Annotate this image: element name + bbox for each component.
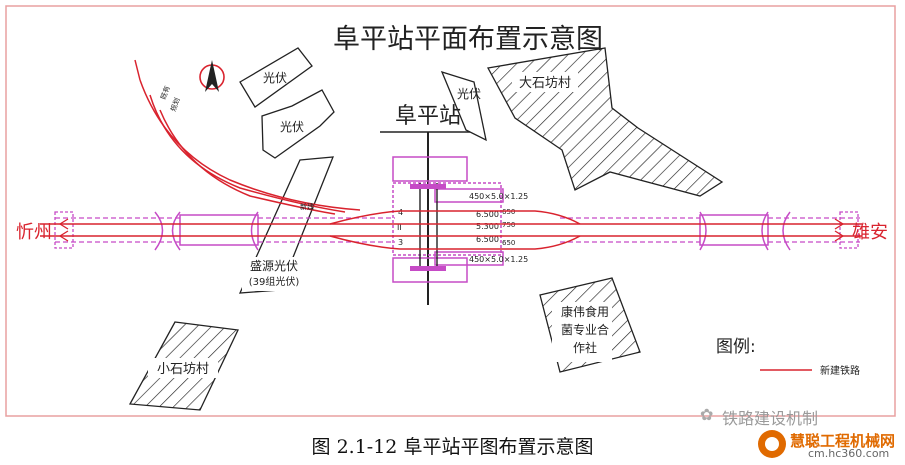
left-end-label: 忻州	[16, 222, 52, 243]
pv-label-1: 光伏	[263, 71, 287, 85]
svg-text:新建: 新建	[300, 202, 314, 211]
figure-caption: 图 2.1-12 阜平站平图布置示意图	[311, 436, 594, 458]
right-corridor	[560, 217, 860, 243]
platform-dim-top: 450×5.0×1.25	[469, 192, 528, 201]
dashi-village-label: 大石坊村	[519, 76, 571, 91]
watermark-url: cm.hc360.com	[808, 447, 890, 460]
track-3-label: 3	[398, 238, 403, 247]
drawing-frame	[5, 5, 896, 417]
diagram-title: 阜平站平面布置示意图	[333, 24, 603, 55]
length-1: 650	[502, 208, 515, 216]
watermark-wechat: 铁路建设机制	[722, 409, 819, 428]
track-2-label: II	[397, 223, 402, 232]
spacing-1: 6.500	[476, 210, 499, 219]
track-4-label: 4	[398, 208, 403, 217]
north-arrow-icon	[199, 60, 225, 92]
station-label: 阜平站	[395, 104, 461, 129]
station-building	[392, 156, 504, 283]
length-3: 650	[502, 239, 515, 247]
wechat-icon: ✿	[700, 405, 714, 424]
pv-label-2: 光伏	[280, 120, 304, 134]
pv-region-2	[261, 89, 335, 159]
length-2: 750	[502, 221, 515, 229]
dashi-village-region	[486, 47, 724, 197]
shengyuan-pv-sublabel: (39组光伏)	[249, 275, 300, 288]
left-bridge	[154, 211, 259, 251]
new-railway	[40, 59, 862, 250]
right-bridge	[699, 211, 791, 251]
spacing-2: 5.300	[476, 222, 499, 231]
svg-text:规划: 规划	[168, 96, 181, 112]
brand-logo-icon	[758, 430, 786, 458]
right-end-label: 雄安	[852, 222, 888, 243]
watermark-brand: 慧聪工程机械网	[790, 432, 896, 450]
xiaoshi-village-label: 小石坊村	[157, 362, 209, 377]
kangwei-coop-label-1: 康伟食用	[561, 304, 609, 319]
legend-title: 图例:	[716, 337, 756, 357]
shengyuan-pv-label: 盛源光伏	[250, 258, 298, 273]
spacing-3: 6.500	[476, 235, 499, 244]
pv-label-3: 光伏	[457, 87, 481, 101]
pv-region-3	[440, 70, 487, 142]
svg-text:既有: 既有	[158, 84, 171, 100]
platform-dim-bottom: 450×5.0×1.25	[469, 255, 528, 264]
pv-region-1	[239, 47, 313, 108]
kangwei-coop-label-3: 作社	[573, 340, 597, 355]
left-corridor	[55, 217, 395, 243]
kangwei-coop-label-2: 菌专业合	[561, 322, 609, 337]
track-arrowheads	[58, 218, 845, 242]
legend-item-label: 新建铁路	[820, 364, 860, 377]
